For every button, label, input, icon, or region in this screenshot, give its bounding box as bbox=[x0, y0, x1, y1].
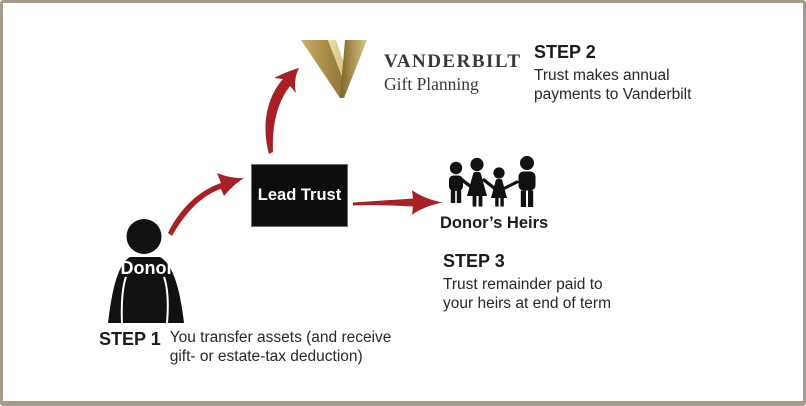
step-1-line-2: gift- or estate-tax deduction) bbox=[169, 347, 363, 365]
vanderbilt-v-icon bbox=[301, 40, 367, 98]
step-3-line-1: Trust remainder paid to bbox=[443, 276, 603, 293]
step-1-block: STEP 1 You transfer assets (and receive … bbox=[99, 329, 391, 366]
step-2-title: STEP 2 bbox=[534, 42, 596, 62]
vanderbilt-name: VANDERBILT bbox=[384, 51, 522, 72]
heirs-family-icon bbox=[449, 156, 536, 207]
step-3-block: STEP 3 Trust remainder paid to your heir… bbox=[443, 251, 611, 313]
step-2-line-1: Trust makes annual bbox=[534, 67, 670, 84]
step-3-line-2: your heirs at end of term bbox=[443, 294, 611, 312]
donor-label: Donor bbox=[120, 258, 174, 278]
gift-planning-label: Gift Planning bbox=[384, 73, 479, 94]
heirs-label: Donor’s Heirs bbox=[440, 214, 549, 232]
lead-trust-node: Lead Trust bbox=[251, 164, 348, 227]
step-3-title: STEP 3 bbox=[443, 251, 505, 271]
vanderbilt-wordmark: VANDERBILT Gift Planning bbox=[384, 51, 522, 94]
donor-icon bbox=[108, 219, 184, 323]
step-1-title: STEP 1 bbox=[99, 329, 161, 349]
step-2-block: STEP 2 Trust makes annual payments to Va… bbox=[534, 42, 691, 104]
arrow-trust-to-heirs bbox=[353, 190, 443, 215]
lead-trust-label: Lead Trust bbox=[257, 186, 342, 204]
step-1-line-1: You transfer assets (and receive bbox=[169, 329, 392, 346]
arrow-trust-to-vanderbilt bbox=[265, 68, 299, 154]
step-2-line-2: payments to Vanderbilt bbox=[534, 85, 692, 103]
